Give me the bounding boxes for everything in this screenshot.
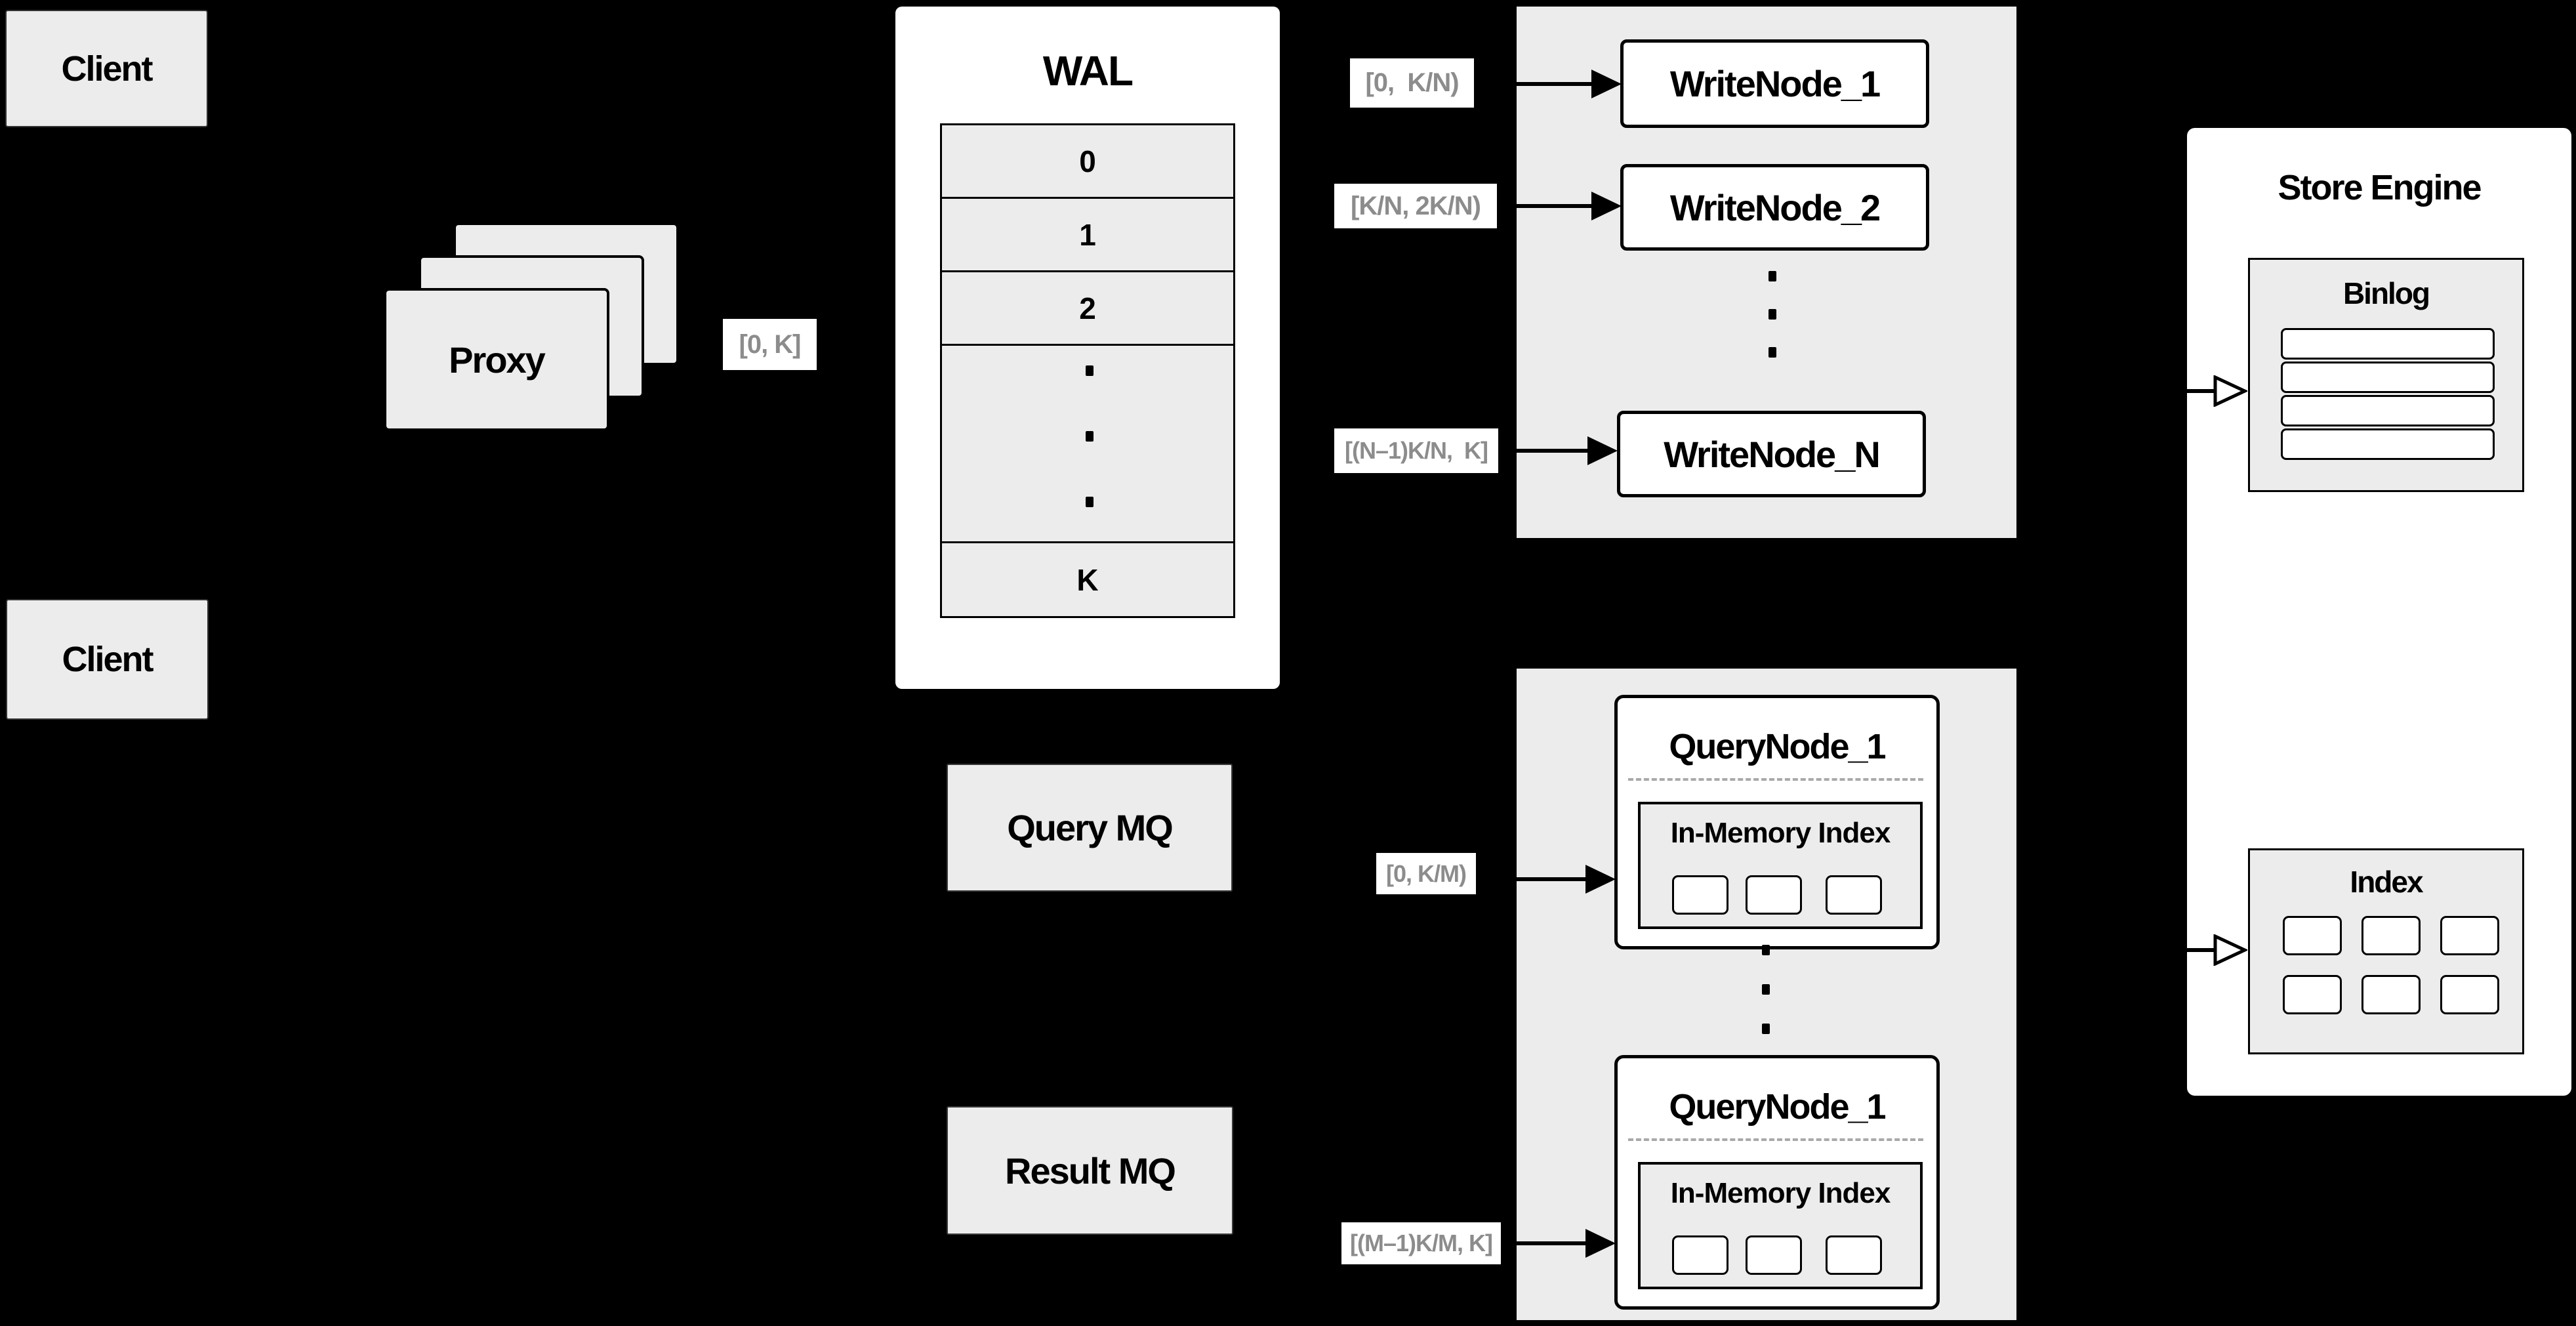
write-node-1: WriteNode_1 — [1620, 39, 1929, 128]
wal-ellipsis-dot — [1086, 365, 1094, 376]
range-label-write-n: [(N–1)K/N, K] — [1334, 428, 1498, 473]
wal-ellipsis-dot — [1086, 431, 1094, 442]
query-node-top-title: QueryNode_1 — [1669, 727, 1886, 766]
client-node-bottom: Client — [6, 599, 209, 720]
write-node-n-label: WriteNode_N — [1664, 433, 1881, 475]
wal-row-1: 1 — [940, 197, 1235, 272]
index-cell — [2361, 916, 2421, 955]
wal-ellipsis-dot — [1086, 497, 1094, 507]
binlog-box: Binlog — [2248, 258, 2524, 492]
segment-cell — [1746, 875, 1802, 915]
query-node-ellipsis-dot — [1762, 1024, 1770, 1034]
range-label-query-1: [0, K/M) — [1376, 853, 1476, 894]
range-label-proxy-wal: [0, K] — [723, 319, 817, 370]
proxy-card-front: Proxy — [384, 288, 609, 431]
wal-table: 0 1 2 K — [940, 123, 1235, 618]
range-label-query-m: [(M–1)K/M, K] — [1341, 1222, 1501, 1264]
write-node-ellipsis-dot — [1768, 347, 1776, 358]
wal-row-2: 2 — [940, 270, 1235, 346]
dashed-separator — [1628, 778, 1923, 781]
index-title: Index — [2350, 865, 2423, 899]
proxy-label: Proxy — [449, 339, 546, 381]
query-node-top: QueryNode_1 In-Memory Index — [1614, 695, 1940, 949]
in-memory-index-box-bottom: In-Memory Index — [1638, 1162, 1923, 1289]
query-node-ellipsis-dot — [1762, 984, 1770, 995]
binlog-row — [2281, 328, 2495, 360]
wal-row-ellipsis — [940, 344, 1235, 543]
query-node-bottom-title: QueryNode_1 — [1669, 1087, 1886, 1127]
in-memory-index-box-top: In-Memory Index — [1638, 802, 1923, 929]
binlog-row — [2281, 362, 2495, 393]
query-mq-box: Query MQ — [947, 764, 1233, 892]
client-node-top: Client — [5, 10, 208, 127]
index-cell — [2283, 916, 2342, 955]
write-node-ellipsis-dot — [1768, 271, 1776, 281]
segment-cell — [1826, 875, 1882, 915]
client-top-label: Client — [61, 49, 153, 89]
result-mq-label: Result MQ — [1005, 1150, 1176, 1191]
dashed-separator — [1628, 1138, 1923, 1141]
in-memory-index-bottom-title: In-Memory Index — [1670, 1177, 1891, 1209]
wal-row-k: K — [940, 541, 1235, 618]
binlog-row — [2281, 395, 2495, 426]
index-cell — [2440, 916, 2499, 955]
write-node-n: WriteNode_N — [1617, 411, 1926, 497]
write-node-1-label: WriteNode_1 — [1669, 63, 1881, 104]
binlog-title: Binlog — [2342, 276, 2430, 310]
index-cell — [2361, 975, 2421, 1014]
range-label-write-2: [K/N, 2K/N) — [1334, 184, 1497, 228]
query-node-bottom: QueryNode_1 In-Memory Index — [1614, 1055, 1940, 1310]
client-bottom-label: Client — [62, 640, 153, 679]
wal-box: WAL 0 1 2 K — [895, 7, 1280, 689]
index-cell — [2283, 975, 2342, 1014]
query-mq-label: Query MQ — [1007, 807, 1174, 848]
range-label-write-1: [0, K/N) — [1350, 58, 1474, 108]
write-node-2-label: WriteNode_2 — [1669, 186, 1881, 228]
segment-cell — [1826, 1235, 1882, 1275]
index-cell — [2440, 975, 2499, 1014]
open-arrowhead-icon — [2213, 934, 2247, 966]
write-node-2: WriteNode_2 — [1620, 164, 1929, 251]
segment-cell — [1672, 875, 1728, 915]
store-engine-title: Store Engine — [2278, 168, 2482, 207]
binlog-row — [2281, 428, 2495, 460]
in-memory-index-top-title: In-Memory Index — [1670, 817, 1891, 849]
open-arrowhead-icon — [2213, 375, 2247, 407]
segment-cell — [1746, 1235, 1802, 1275]
wal-title: WAL — [1042, 47, 1134, 94]
wal-row-0: 0 — [940, 123, 1235, 199]
segment-cell — [1672, 1235, 1728, 1275]
result-mq-box: Result MQ — [947, 1106, 1233, 1235]
query-node-ellipsis-dot — [1762, 945, 1770, 955]
index-box: Index — [2248, 848, 2524, 1054]
store-engine-box: Store Engine Binlog Index — [2187, 128, 2571, 1096]
write-node-ellipsis-dot — [1768, 309, 1776, 320]
